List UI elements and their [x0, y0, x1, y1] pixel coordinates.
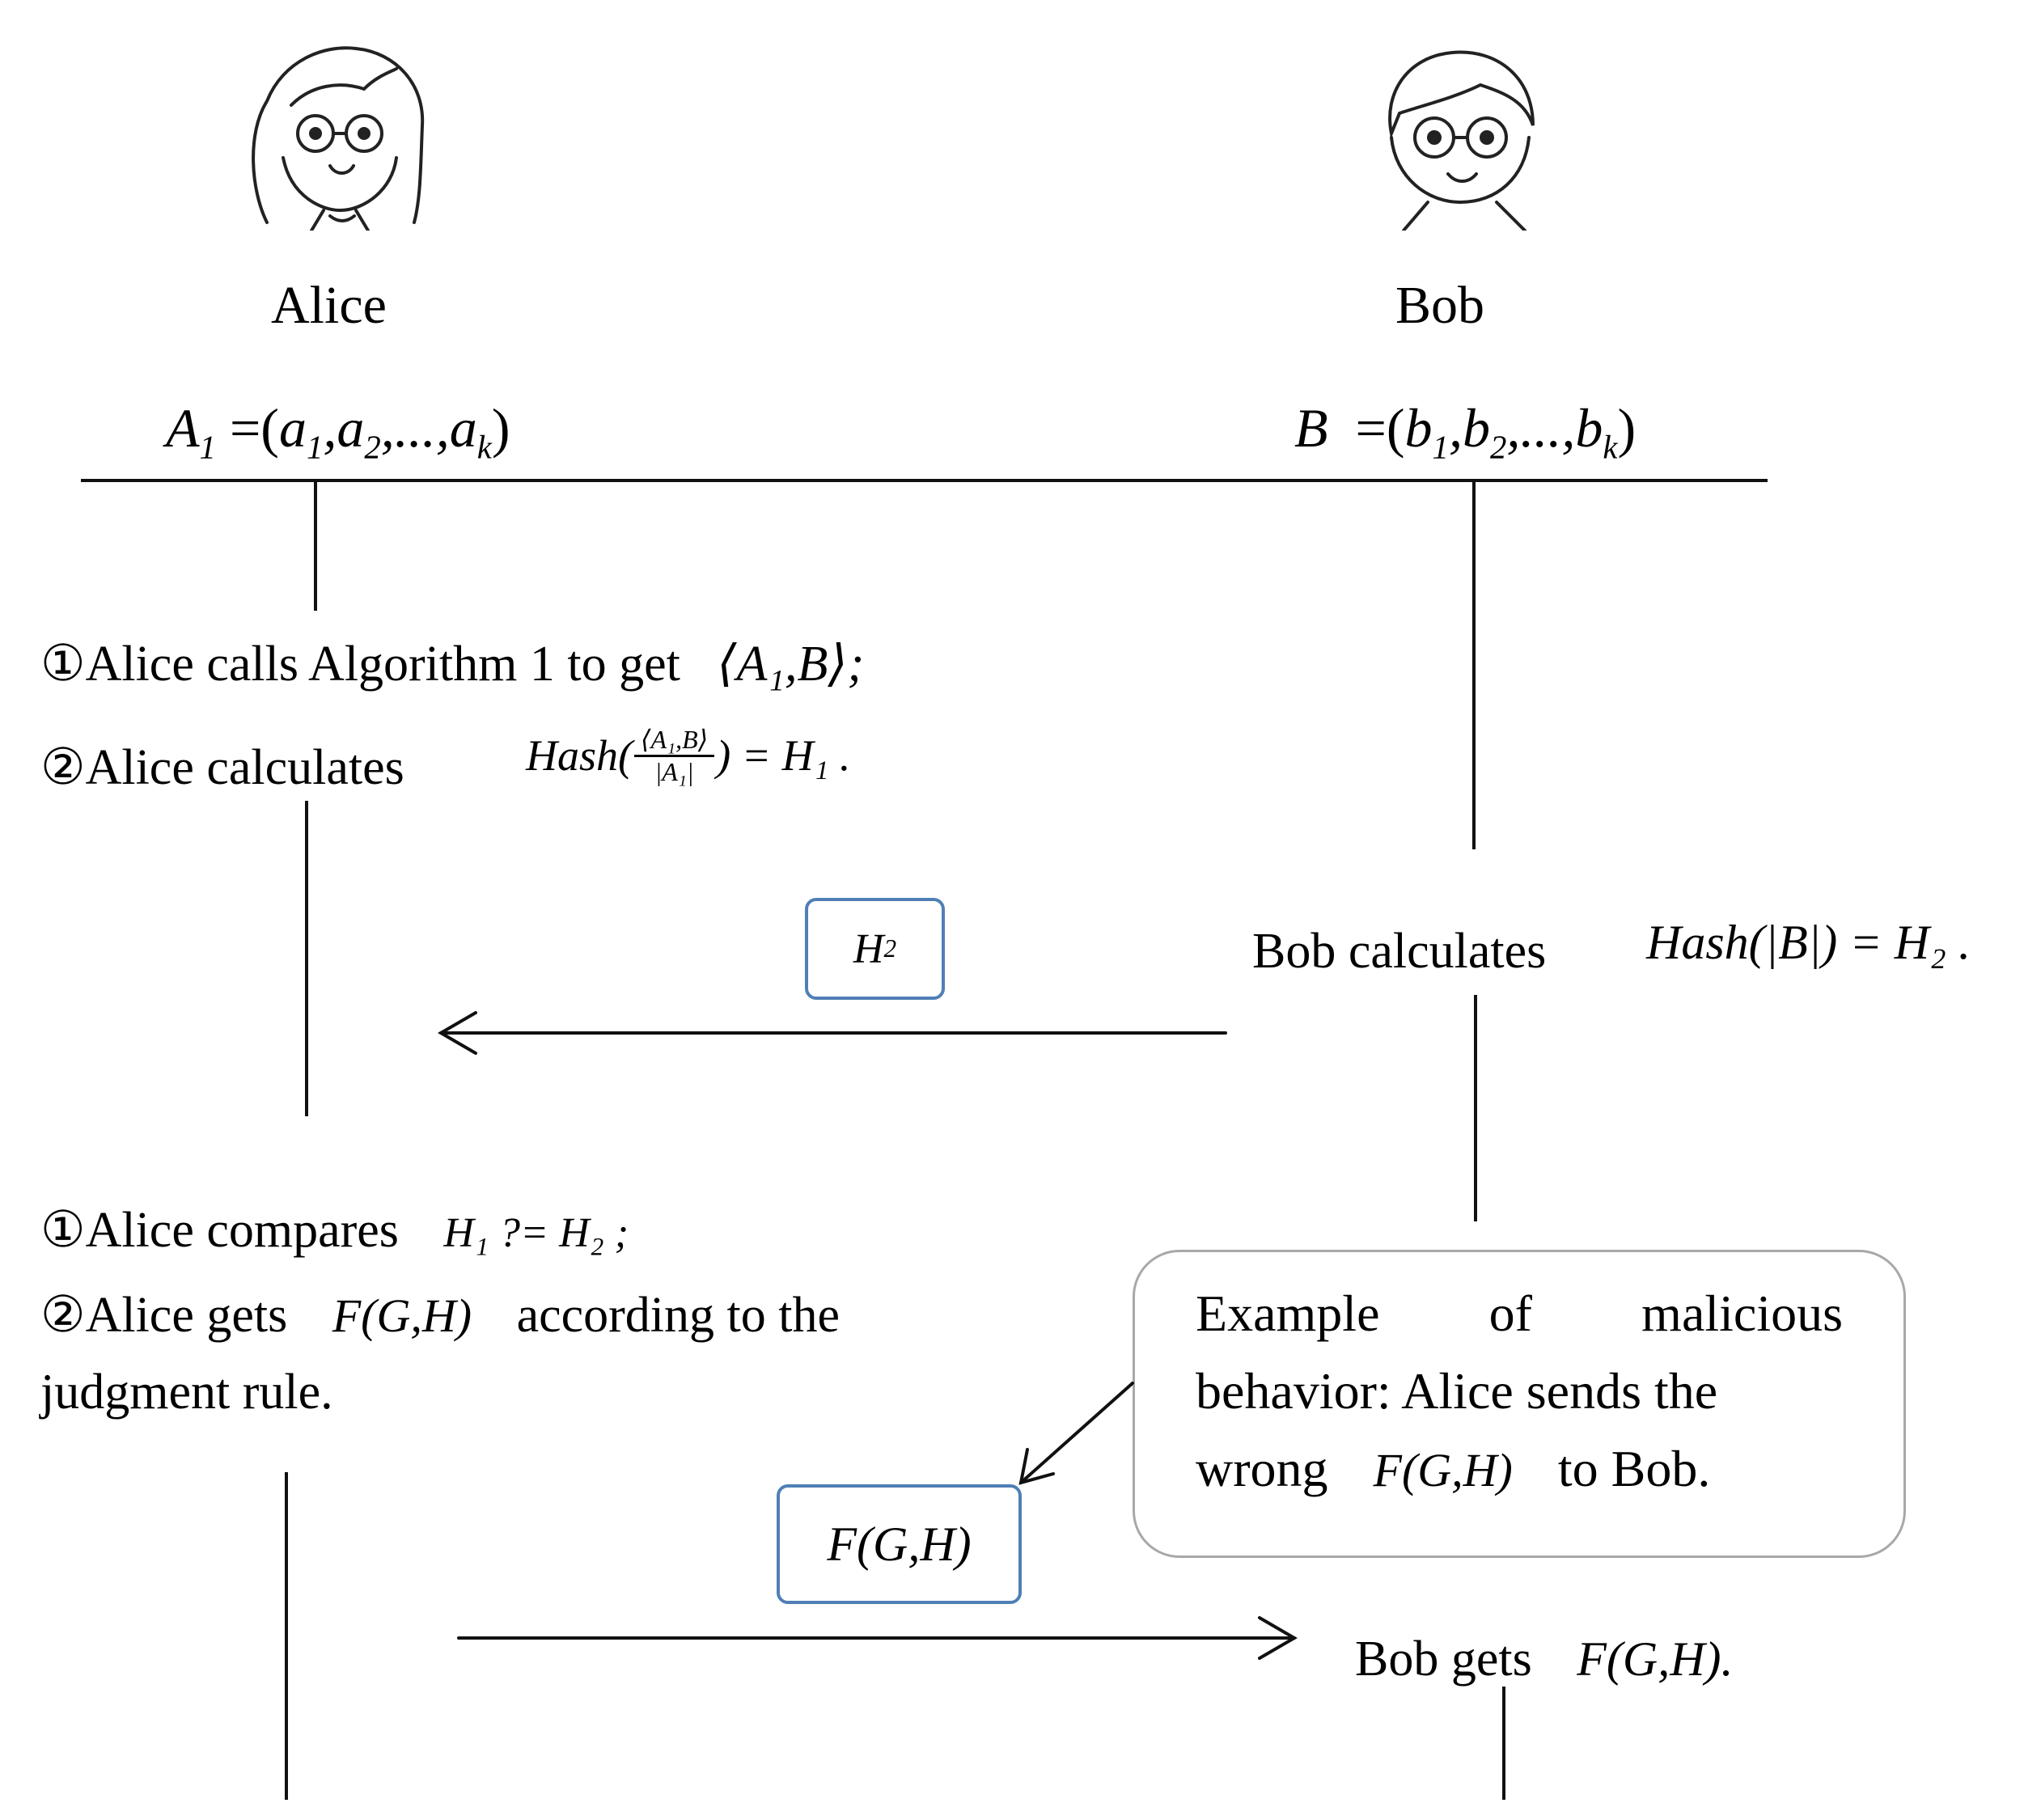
alice-lifeline-segment	[314, 481, 317, 611]
callout-pointer-arrow	[1018, 1382, 1134, 1485]
alice-lifeline-segment	[285, 1472, 288, 1800]
alice-step-1: ①Alice calls Algorithm 1 to get ⟨A₁,B⟩;	[40, 637, 865, 692]
bob-step-1: Bob calculates	[1252, 924, 1547, 979]
callout-line-3: wrong F(G,H) to Bob.	[1196, 1440, 1711, 1497]
bob-lifeline-segment	[1502, 1687, 1505, 1800]
message-fgh-arrow	[457, 1616, 1298, 1660]
alice-lifeline-segment	[305, 801, 308, 1116]
alice-gets-step-cont: judgment rule.	[40, 1365, 333, 1420]
bob-avatar	[1388, 50, 1535, 231]
message-h2-arrow	[438, 1011, 1227, 1055]
alice-vector: A1 =(a1,a2,...,ak)	[166, 397, 510, 466]
callout-line-1: Example of malicious	[1196, 1285, 1843, 1342]
bob-gets-step: Bob gets F(G,H).	[1355, 1632, 1734, 1687]
bob-lifeline-segment	[1472, 481, 1476, 849]
header-divider	[81, 479, 1768, 482]
bob-hash-formula: Hash(|B|) = H₂ .	[1646, 916, 1971, 969]
alice-gets-step: ②Alice gets F(G,H) according to the	[40, 1288, 840, 1343]
alice-name: Alice	[271, 276, 387, 335]
alice-hash-formula: Hash( ⟨A₁,B⟩ |A₁| ) = H₁ .	[526, 725, 851, 786]
alice-avatar	[252, 46, 425, 231]
alice-step-2: ②Alice calculates	[40, 740, 404, 795]
malicious-behavior-callout: Example of malicious behavior: Alice sen…	[1133, 1250, 1906, 1558]
callout-line-2: behavior: Alice sends the	[1196, 1362, 1718, 1420]
message-fgh-box: F(G,H)	[777, 1484, 1022, 1604]
bob-name: Bob	[1395, 276, 1485, 335]
bob-vector: B =(b1,b2,...,bk)	[1294, 397, 1637, 466]
bob-lifeline-segment	[1474, 995, 1477, 1221]
alice-compare-step: ①Alice compares H₁ ?= H₂ ;	[40, 1203, 629, 1258]
